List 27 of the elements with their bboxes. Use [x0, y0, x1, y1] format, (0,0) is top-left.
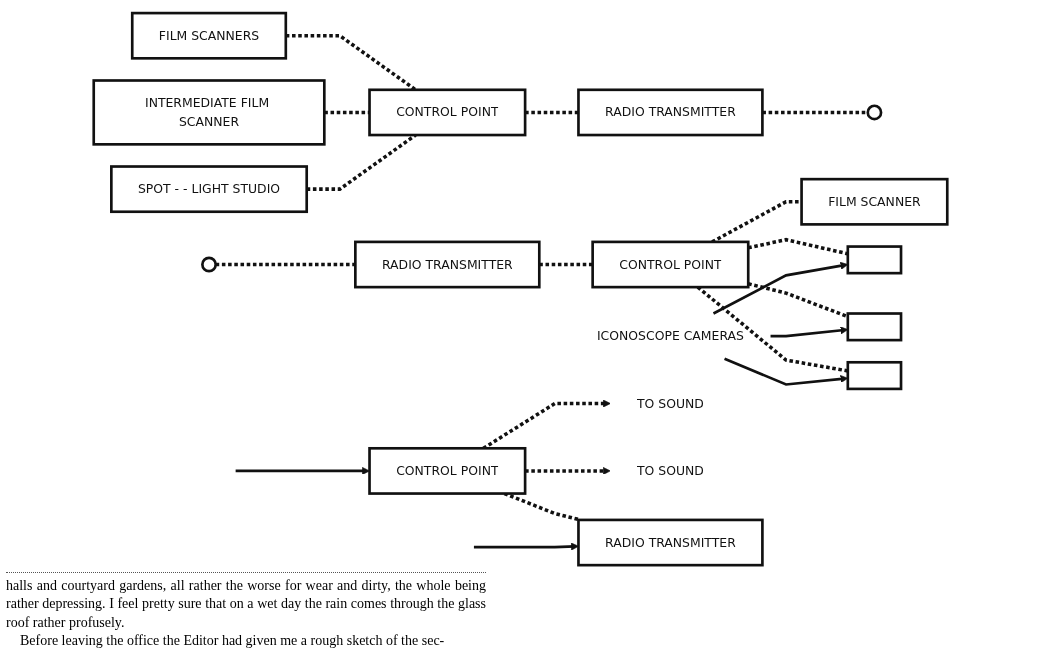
node-box: RADIO TRANSMITTER	[577, 518, 764, 567]
node-box	[846, 360, 903, 391]
body-text: halls and courtyard gardens, all rather the worse for wear and dirty, the whole being rather depressing. I feel pretty sure that on a wet day the rain comes through the glass roof rather profusely.	[6, 577, 486, 632]
arrow	[525, 467, 611, 475]
node-circle	[201, 256, 217, 273]
connector	[762, 110, 868, 115]
node-circle	[866, 104, 883, 121]
node-box: FILM SCANNERS	[130, 11, 288, 60]
node-box	[846, 245, 903, 275]
node-text: TO SOUND	[636, 463, 704, 478]
arrow	[473, 542, 579, 551]
arrow	[235, 467, 370, 475]
node-text: TO SOUND	[636, 395, 704, 411]
node-text: ICONOSCOPE CAMERAS	[596, 328, 744, 343]
node-box: INTERMEDIATE FILM SCANNER	[92, 79, 326, 146]
node-box: RADIO TRANSMITTER	[577, 88, 764, 137]
connector	[539, 262, 593, 267]
body-text: Before leaving the office the Editor had given me a rough sketch of the sec-	[19, 631, 446, 650]
connector	[525, 110, 579, 115]
node-box: CONTROL POINT	[591, 240, 750, 289]
connector	[215, 262, 356, 267]
node-box: CONTROL POINT	[368, 447, 527, 495]
node-box: RADIO TRANSMITTER	[354, 240, 541, 289]
node-box: FILM SCANNER	[800, 177, 949, 226]
node-box	[846, 312, 903, 342]
node-box: CONTROL POINT	[368, 88, 527, 137]
node-box: SPOT - - LIGHT STUDIO	[110, 165, 309, 214]
